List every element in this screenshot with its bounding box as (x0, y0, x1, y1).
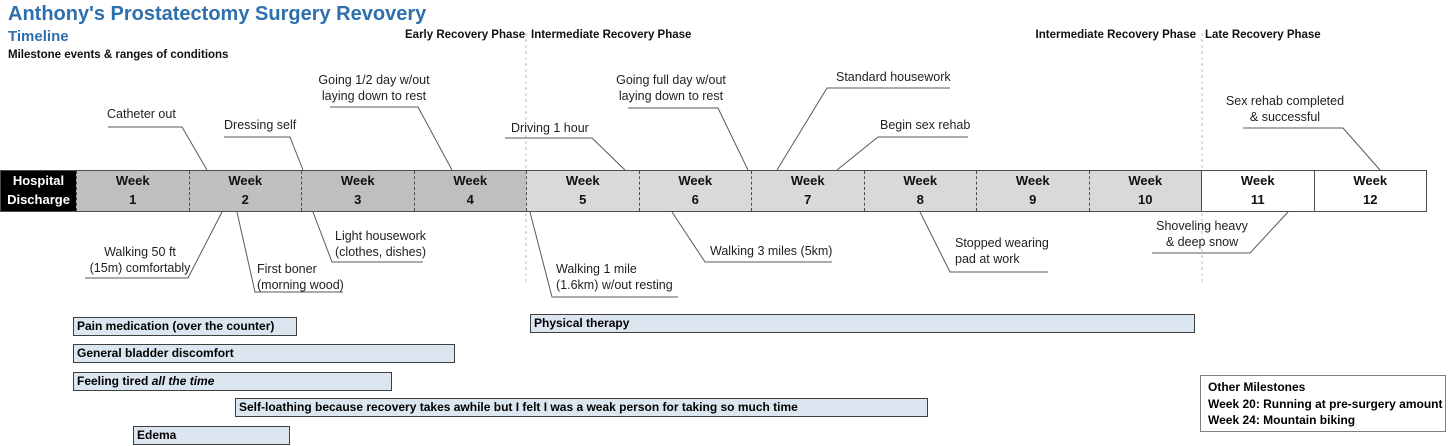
callout-line-going-full-day (628, 107, 749, 171)
cell-line1: Week (903, 173, 938, 189)
milestone-stopped-pad: Stopped wearing pad at work (955, 236, 1049, 267)
cell-line2: 9 (1029, 192, 1037, 207)
cell-line2: 4 (466, 192, 474, 207)
cell-line2: 11 (1250, 192, 1265, 207)
cell-line2: 1 (129, 192, 137, 207)
range-bar-label: Feeling tired (77, 374, 152, 388)
cell-line2: Discharge (7, 192, 70, 207)
callout-line-sex-rehab-completed (1243, 127, 1381, 171)
cell-line2: 5 (579, 192, 587, 207)
callout-line-driving-1-hour (505, 137, 626, 171)
range-bar-feeling-tired: Feeling tired all the time (73, 372, 392, 391)
callout-line-dressing-self (224, 136, 304, 171)
milestone-walking-50ft: Walking 50 ft (15m) comfortably (89, 245, 191, 276)
phase-label-late: Late Recovery Phase (1205, 29, 1321, 41)
cell-line1: Week (228, 173, 263, 189)
other-milestone-item: Week 20: Running at pre-surgery amount (1208, 396, 1443, 411)
milestone-going-half-day: Going 1/2 day w/out laying down to rest (318, 73, 430, 104)
milestone-standard-housework: Standard housework (836, 70, 951, 84)
range-bar-label: Pain medication (over the counter) (77, 319, 275, 333)
milestone-light-housework: Light housework (clothes, dishes) (335, 229, 427, 260)
callout-line-catheter-out (108, 126, 208, 171)
range-bar-bladder-discomfort: General bladder discomfort (73, 344, 455, 363)
timeline-cell-week-8: Week 8 (863, 171, 976, 211)
timeline-cell-week-4: Week 4 (413, 171, 526, 211)
milestone-begin-sex-rehab: Begin sex rehab (880, 118, 971, 132)
range-bar-label: Self-loathing because recovery takes awh… (239, 400, 798, 414)
range-bar-physical-therapy: Physical therapy (530, 314, 1195, 333)
cell-line2: 10 (1138, 192, 1153, 207)
cell-line1: Week (1353, 173, 1388, 189)
cell-line1: Week (1128, 173, 1163, 189)
cell-line1: Week (790, 173, 825, 189)
timeline-cell-week-3: Week 3 (301, 171, 414, 211)
other-milestones-box: Other Milestones Week 20: Running at pre… (1200, 375, 1446, 432)
timeline-cell-week-12: Week 12 (1313, 171, 1426, 211)
other-milestones-title: Other Milestones (1208, 380, 1306, 394)
timeline-cell-week-2: Week 2 (188, 171, 301, 211)
phase-label-intermediate-left: Intermediate Recovery Phase (531, 29, 692, 41)
cell-line1: Week (453, 173, 488, 189)
cell-line1: Week (115, 173, 150, 189)
range-bar-pain-medication: Pain medication (over the counter) (73, 317, 297, 336)
cell-line2: 6 (691, 192, 699, 207)
phase-label-early: Early Recovery Phase (405, 29, 526, 41)
cell-line1: Hospital (12, 173, 65, 189)
chart-title: Anthony's Prostatectomy Surgery Revovery (8, 3, 427, 25)
cell-line1: Week (565, 173, 600, 189)
milestone-shoveling-snow: Shoveling heavy & deep snow (1156, 219, 1248, 250)
cell-line2: 2 (241, 192, 249, 207)
cell-line2: 12 (1363, 192, 1378, 207)
cell-line1: Week (678, 173, 713, 189)
cell-line2: 7 (804, 192, 812, 207)
milestone-first-boner: First boner (morning wood) (257, 262, 344, 293)
milestone-driving-1-hour: Driving 1 hour (511, 121, 589, 135)
other-milestone-item: Week 24: Mountain biking (1208, 413, 1356, 427)
milestone-dressing-self: Dressing self (224, 118, 297, 132)
range-bar-label-italic: all the time (151, 374, 215, 388)
timeline-cell-week-5: Week 5 (526, 171, 639, 211)
phase-label-intermediate-right: Intermediate Recovery Phase (1035, 29, 1196, 41)
timeline-cell-week-11: Week 11 (1201, 171, 1314, 211)
milestone-sex-rehab-completed: Sex rehab completed & successful (1225, 94, 1345, 125)
timeline-cell-week-10: Week 10 (1088, 171, 1201, 211)
range-bar-label: General bladder discomfort (77, 346, 234, 360)
range-bar-self-loathing: Self-loathing because recovery takes awh… (235, 398, 928, 417)
timeline-cell-week-7: Week 7 (751, 171, 864, 211)
range-bar-label: Edema (137, 428, 177, 442)
milestone-walking-3-miles: Walking 3 miles (5km) (710, 244, 833, 258)
chart-subtitle: Timeline (8, 28, 69, 45)
milestone-catheter-out: Catheter out (107, 107, 176, 121)
milestone-walking-1-mile: Walking 1 mile (1.6km) w/out resting (556, 262, 673, 293)
timeline-cell-week-6: Week 6 (638, 171, 751, 211)
cell-line2: 3 (354, 192, 362, 207)
range-bar-edema: Edema (133, 426, 290, 445)
milestone-going-full-day: Going full day w/out laying down to rest (616, 73, 726, 104)
timeline-cell-week-9: Week 9 (976, 171, 1089, 211)
timeline-cell-week-1: Week 1 (76, 171, 189, 211)
cell-line2: 8 (916, 192, 924, 207)
cell-line1: Week (1015, 173, 1050, 189)
range-bar-label: Physical therapy (534, 316, 630, 330)
callout-line-going-half-day (330, 106, 453, 171)
cell-line1: Week (340, 173, 375, 189)
cell-line1: Week (1240, 173, 1275, 189)
callout-line-begin-sex-rehab (836, 136, 968, 171)
chart-caption: Milestone events & ranges of conditions (8, 49, 229, 61)
